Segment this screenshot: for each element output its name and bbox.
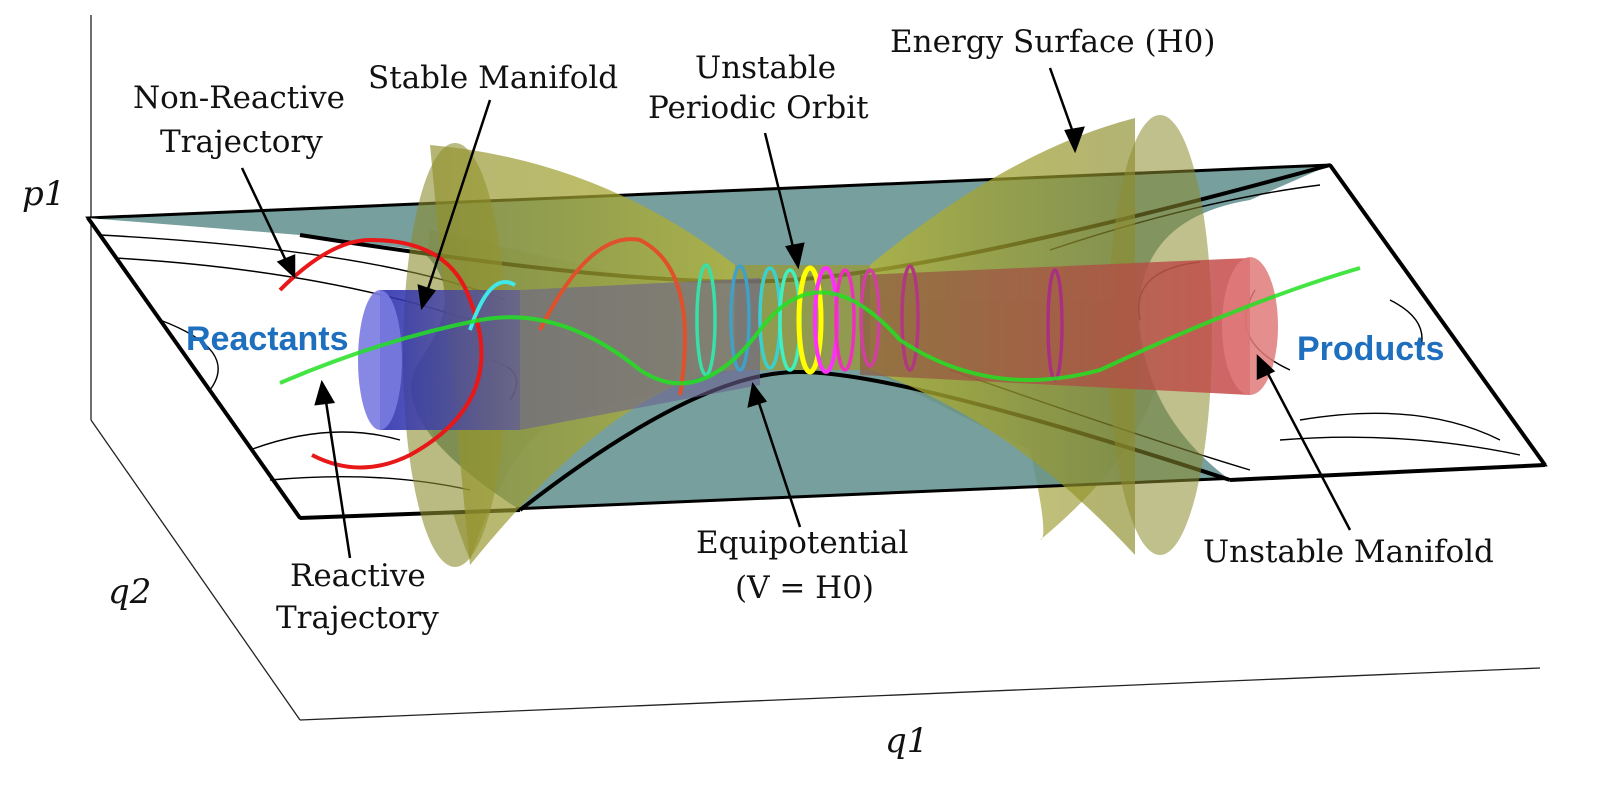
non-reactive-trajectory [278, 237, 687, 470]
unstable-manifold-label: Unstable Manifold [1203, 534, 1494, 570]
products-label: Products [1297, 330, 1444, 368]
reactive-label-line1: Reactive [290, 558, 426, 594]
axis-labels: p1 q2 q1 [22, 174, 928, 761]
non-reactive-label-line1: Non-Reactive [133, 80, 345, 116]
reactants-label: Reactants [186, 320, 349, 358]
non-reactive-label-line2: Trajectory [160, 124, 323, 160]
axis-q1-label: q1 [885, 721, 928, 761]
energy-surface-label: Energy Surface (H0) [890, 24, 1215, 60]
annotations: Energy Surface (H0) Unstable Periodic Or… [133, 24, 1494, 636]
axis-p1-label: p1 [22, 174, 65, 214]
stable-manifold-label: Stable Manifold [368, 60, 618, 96]
unstable-manifold-tube [860, 257, 1278, 395]
reactive-trajectory [279, 266, 1361, 386]
reactive-label-line2: Trajectory [276, 600, 439, 636]
upo-label-line1: Unstable [695, 50, 836, 86]
equipotential-label-line1: Equipotential [696, 525, 908, 561]
axis-q2-label: q2 [108, 572, 151, 612]
stable-manifold-tube [358, 278, 760, 430]
periodic-orbit-rings [695, 263, 1064, 382]
annotation-arrows [240, 67, 1352, 559]
upo-label-line2: Periodic Orbit [648, 90, 869, 126]
equipotential-label-line2: (V = H0) [735, 570, 874, 606]
